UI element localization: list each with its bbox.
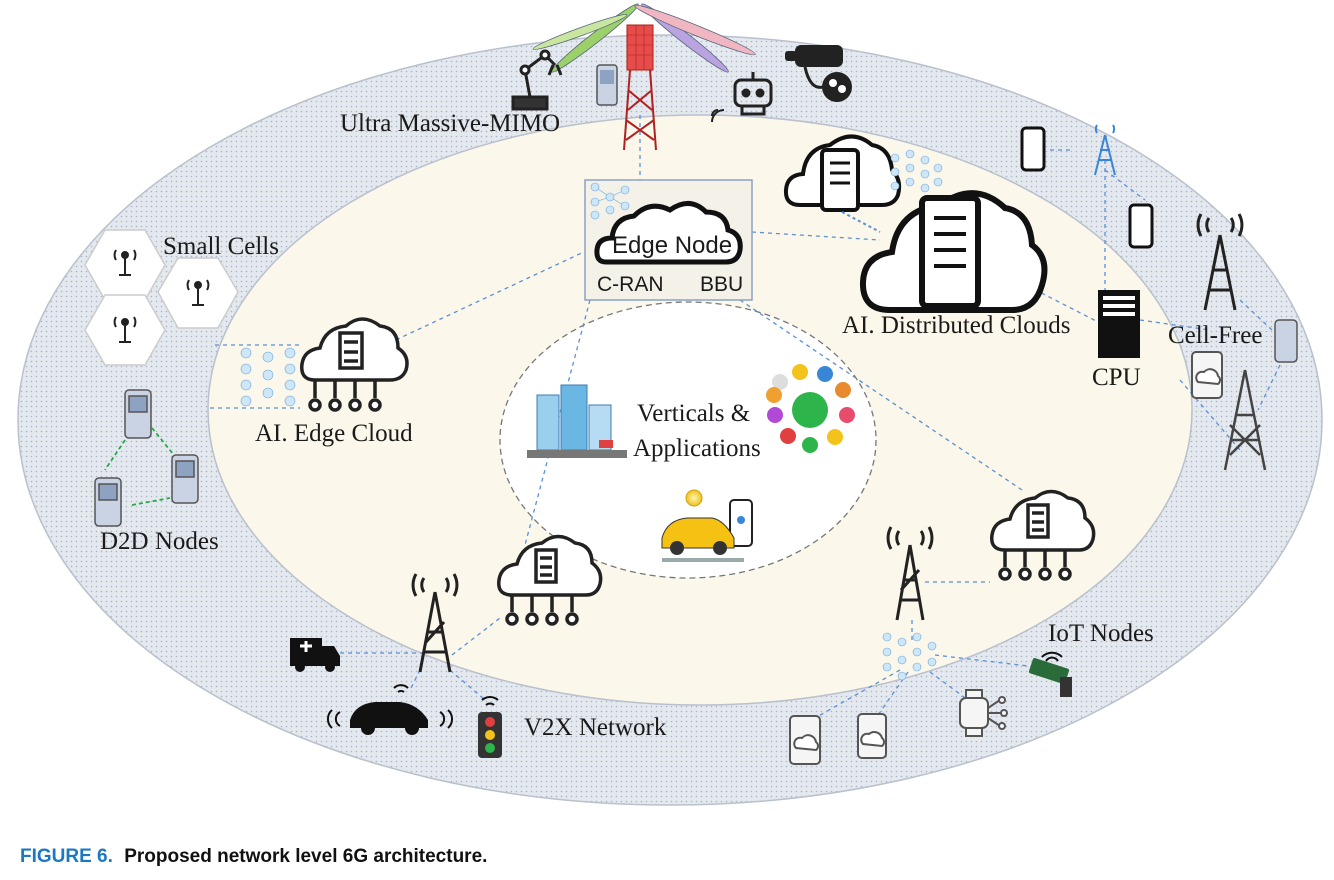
d2d-nodes-label: D2D Nodes: [100, 528, 219, 555]
cloud-phone-icon: [857, 713, 887, 759]
mimo-tower: [532, 3, 756, 151]
neural-net-icon: [240, 347, 296, 407]
neural-net-icon: [590, 182, 630, 220]
wifi-small-icon: [711, 109, 725, 123]
figure-caption-text: Proposed network level 6G architecture.: [124, 846, 488, 867]
cell-tower-icon: [1196, 213, 1244, 311]
access-point-icon: [1094, 124, 1116, 176]
mobile-phone-icon: [1274, 319, 1298, 363]
security-camera-icon: [1028, 651, 1072, 697]
cell-free-label: Cell-Free: [1168, 322, 1263, 349]
edge-cloud-label: AI. Edge Cloud: [255, 420, 413, 447]
small-cloud-server-icon: [783, 134, 902, 212]
cpu-server-icon: [1098, 290, 1140, 358]
d2d-links: [104, 427, 179, 506]
robot-arm-icon: [511, 49, 563, 111]
edge-node-cloud-icon: [594, 201, 743, 265]
cloud-phone-icon: [789, 715, 821, 765]
connected-car-icon: [326, 684, 454, 735]
edge-cloud-icon: [300, 317, 409, 412]
v2x-tower-icon: [411, 573, 459, 673]
edge-node-label: Edge Node: [612, 232, 733, 259]
bbu-label: BBU: [700, 273, 744, 296]
figure-number: FIGURE 6.: [20, 846, 113, 867]
smartwatch-icon: [959, 689, 1008, 737]
distributed-clouds-label: AI. Distributed Clouds: [842, 312, 1071, 339]
vr-headset-icon: [785, 45, 852, 102]
large-cloud-server-icon: [859, 190, 1048, 313]
verticals-core: [499, 301, 877, 579]
service-robot-icon: [733, 72, 773, 116]
iot-cloud-icon: [990, 489, 1096, 581]
mobile-phone-icon: [1128, 203, 1154, 249]
mobile-phone-icon: [596, 64, 618, 106]
traffic-light-icon: [478, 696, 502, 758]
verticals-label-line2: Applications: [633, 435, 761, 462]
ambulance-icon: [290, 638, 340, 672]
v2x-network-label: V2X Network: [524, 714, 667, 741]
verticals-label-line1: Verticals &: [637, 400, 751, 427]
cran-label: C-RAN: [597, 273, 664, 296]
smart-city-icon: [527, 384, 627, 458]
neural-net-icon: [890, 149, 943, 193]
small-cells-label: Small Cells: [163, 233, 279, 260]
iot-nodes-label: IoT Nodes: [1048, 620, 1154, 647]
ultra-mimo-label: Ultra Massive-MIMO: [340, 110, 561, 137]
autonomous-car-icon: [661, 489, 753, 562]
figure-caption: FIGURE 6. Proposed network level 6G arch…: [20, 846, 487, 868]
cloud-phone-icon: [1191, 351, 1223, 399]
iot-tower-icon: [886, 526, 934, 621]
apps-circle-icon: [766, 364, 855, 453]
neural-net-icon: [882, 632, 937, 681]
v2x-cloud-icon: [497, 534, 603, 626]
lattice-tower-icon: [1223, 369, 1267, 471]
mobile-phone-icon: [1020, 126, 1046, 172]
cpu-label: CPU: [1092, 364, 1141, 391]
small-cell-antenna-icon: [113, 249, 210, 343]
d2d-phone-icon: [94, 389, 199, 527]
